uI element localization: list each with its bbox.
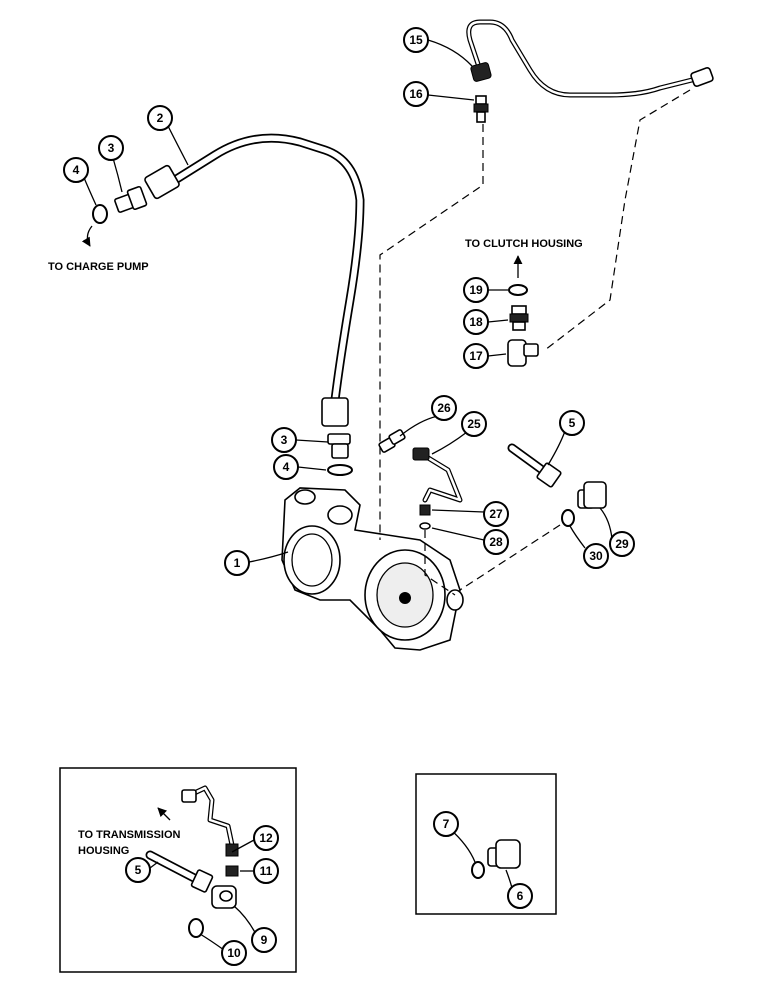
- fitting-3-lower: [327, 433, 351, 459]
- inset-fitting-11: [225, 865, 239, 877]
- svg-text:9: 9: [261, 933, 268, 947]
- elbow-17: [507, 339, 539, 367]
- callout-15: 15: [403, 27, 429, 53]
- svg-text:5: 5: [135, 863, 142, 877]
- svg-text:2: 2: [157, 111, 164, 125]
- svg-text:15: 15: [409, 33, 423, 47]
- callout-2: 2: [147, 105, 173, 131]
- inset-o-ring-10: [188, 918, 204, 938]
- inset-box-transmission: [59, 767, 297, 973]
- callout-1: 1: [224, 550, 250, 576]
- o-ring-30: [561, 509, 575, 527]
- svg-text:16: 16: [409, 87, 423, 101]
- arrow-charge-pump: [81, 225, 93, 247]
- svg-text:29: 29: [615, 537, 629, 551]
- svg-text:7: 7: [443, 817, 450, 831]
- callout-4-lower: 4: [273, 454, 299, 480]
- svg-text:6: 6: [517, 889, 524, 903]
- tube-15: [466, 19, 714, 98]
- svg-text:3: 3: [108, 141, 115, 155]
- callout-16: 16: [403, 81, 429, 107]
- inset-elbow-6: [487, 839, 521, 869]
- svg-text:30: 30: [589, 549, 603, 563]
- svg-text:28: 28: [489, 535, 503, 549]
- o-ring-4-upper: [92, 204, 108, 224]
- callout-19: 19: [463, 277, 489, 303]
- elbow-29: [577, 481, 607, 509]
- callout-30: 30: [583, 543, 609, 569]
- svg-text:10: 10: [227, 946, 241, 960]
- arrow-transmission: [157, 807, 171, 821]
- callout-7: 7: [433, 811, 459, 837]
- callout-28: 28: [483, 529, 509, 555]
- label-to-clutch-housing: TO CLUTCH HOUSING: [465, 238, 583, 250]
- inset-tube-5: [145, 850, 214, 893]
- inset-o-ring-7: [471, 861, 485, 879]
- callout-9: 9: [251, 927, 277, 953]
- svg-text:1: 1: [234, 556, 241, 570]
- callout-6: 6: [507, 883, 533, 909]
- inset-box-elbow: [415, 773, 557, 915]
- fitting-3-upper: [114, 185, 148, 213]
- svg-text:12: 12: [259, 831, 273, 845]
- label-to-charge-pump: TO CHARGE PUMP: [48, 261, 149, 273]
- svg-text:5: 5: [569, 416, 576, 430]
- svg-text:3: 3: [281, 433, 288, 447]
- tube-5-upper: [507, 443, 562, 488]
- svg-text:26: 26: [437, 401, 451, 415]
- callout-18: 18: [463, 309, 489, 335]
- inset-tube-12: [181, 785, 239, 857]
- inset-elbow-9: [211, 885, 237, 909]
- svg-text:25: 25: [467, 417, 481, 431]
- fitting-16: [473, 95, 489, 123]
- svg-text:27: 27: [489, 507, 503, 521]
- callout-3-lower: 3: [271, 427, 297, 453]
- callout-25: 25: [461, 411, 487, 437]
- callout-26: 26: [431, 395, 457, 421]
- callout-17: 17: [463, 343, 489, 369]
- svg-text:11: 11: [260, 864, 273, 878]
- callout-4-upper: 4: [63, 157, 89, 183]
- o-ring-4-lower: [327, 464, 353, 476]
- elbow-26: [378, 429, 406, 453]
- label-to-transmission-housing-2: HOUSING: [78, 845, 129, 857]
- svg-text:4: 4: [73, 163, 80, 177]
- callout-5-inset: 5: [125, 857, 151, 883]
- fitting-27: [419, 504, 431, 516]
- callout-29: 29: [609, 531, 635, 557]
- callout-12: 12: [253, 825, 279, 851]
- o-ring-19: [508, 284, 528, 296]
- callout-10: 10: [221, 940, 247, 966]
- o-ring-28: [419, 522, 431, 530]
- tube-25: [412, 447, 463, 503]
- fitting-18: [509, 305, 529, 331]
- callout-5-upper: 5: [559, 410, 585, 436]
- svg-text:17: 17: [469, 349, 483, 363]
- tube-2: [144, 133, 365, 427]
- svg-text:19: 19: [469, 283, 483, 297]
- connection-lines: [379, 89, 691, 596]
- callout-3-upper: 3: [98, 135, 124, 161]
- svg-text:4: 4: [283, 460, 290, 474]
- svg-text:18: 18: [469, 315, 483, 329]
- callout-11: 11: [253, 858, 279, 884]
- callout-27: 27: [483, 501, 509, 527]
- label-to-transmission-housing-1: TO TRANSMISSION: [78, 829, 181, 841]
- valve-housing-1: [281, 487, 464, 651]
- leader-lines: [81, 39, 613, 951]
